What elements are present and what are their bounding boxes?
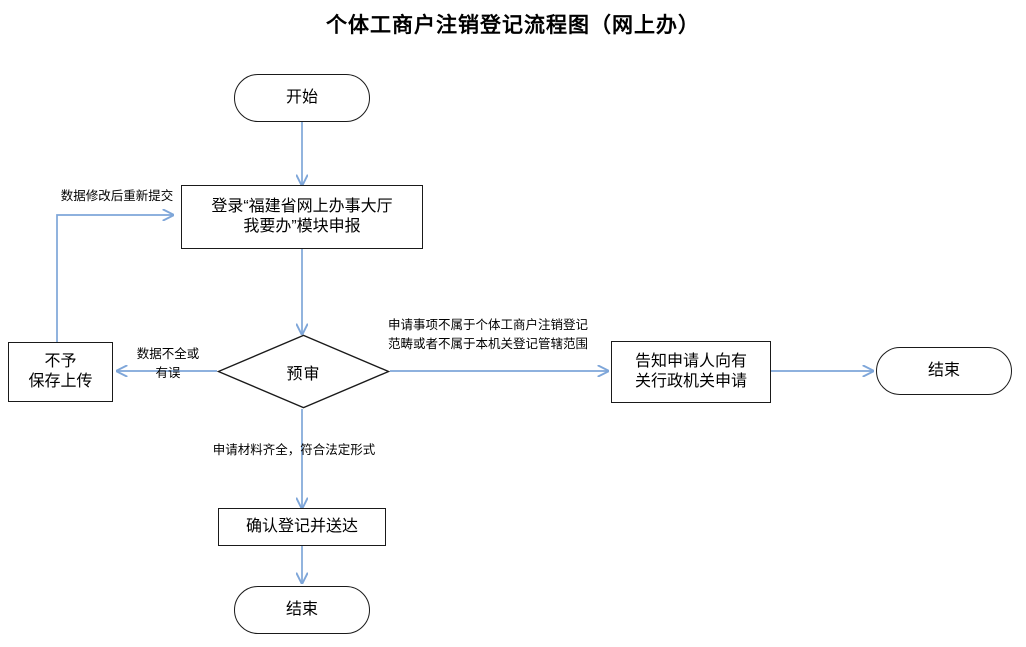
page-title: 个体工商户注销登记流程图（网上办） xyxy=(326,13,700,37)
diamond-shape xyxy=(217,334,390,409)
node-notify-applicant[interactable]: 告知申请人向有 关行政机关申请 xyxy=(611,341,771,403)
edge-label-resubmit: 数据修改后重新提交 xyxy=(60,189,174,203)
node-end-bottom-label: 结束 xyxy=(285,600,318,618)
edge-label-materials-complete: 申请材料齐全，符合法定形式 xyxy=(212,443,376,457)
node-end-right[interactable]: 结束 xyxy=(876,347,1012,395)
node-preliminary-review-label: 预审 xyxy=(286,365,321,383)
node-start[interactable]: 开始 xyxy=(234,74,370,122)
node-reject-save-upload-label: 不予 保存上传 xyxy=(28,352,93,390)
edge-label-out-of-scope: 申请事项不属于个体工商户注销登记 范畴或者不属于本机关登记管辖范围 xyxy=(388,318,589,352)
edge-label-data-incomplete: 数据不全或 有误 xyxy=(136,347,200,381)
node-start-label: 开始 xyxy=(285,88,318,106)
node-preliminary-review[interactable]: 预审 xyxy=(217,334,390,409)
node-end-right-label: 结束 xyxy=(927,361,960,379)
node-notify-applicant-label: 告知申请人向有 关行政机关申请 xyxy=(634,352,747,390)
node-reject-save-upload[interactable]: 不予 保存上传 xyxy=(8,342,113,402)
node-confirm-registration-label: 确认登记并送达 xyxy=(245,517,358,535)
node-end-bottom[interactable]: 结束 xyxy=(234,586,370,634)
node-login-apply-label: 登录“福建省网上办事大厅 我要办”模块申报 xyxy=(211,197,393,235)
edge-reject-to-login-feedback xyxy=(56,215,173,342)
node-confirm-registration[interactable]: 确认登记并送达 xyxy=(218,508,386,546)
node-login-apply[interactable]: 登录“福建省网上办事大厅 我要办”模块申报 xyxy=(181,185,423,249)
